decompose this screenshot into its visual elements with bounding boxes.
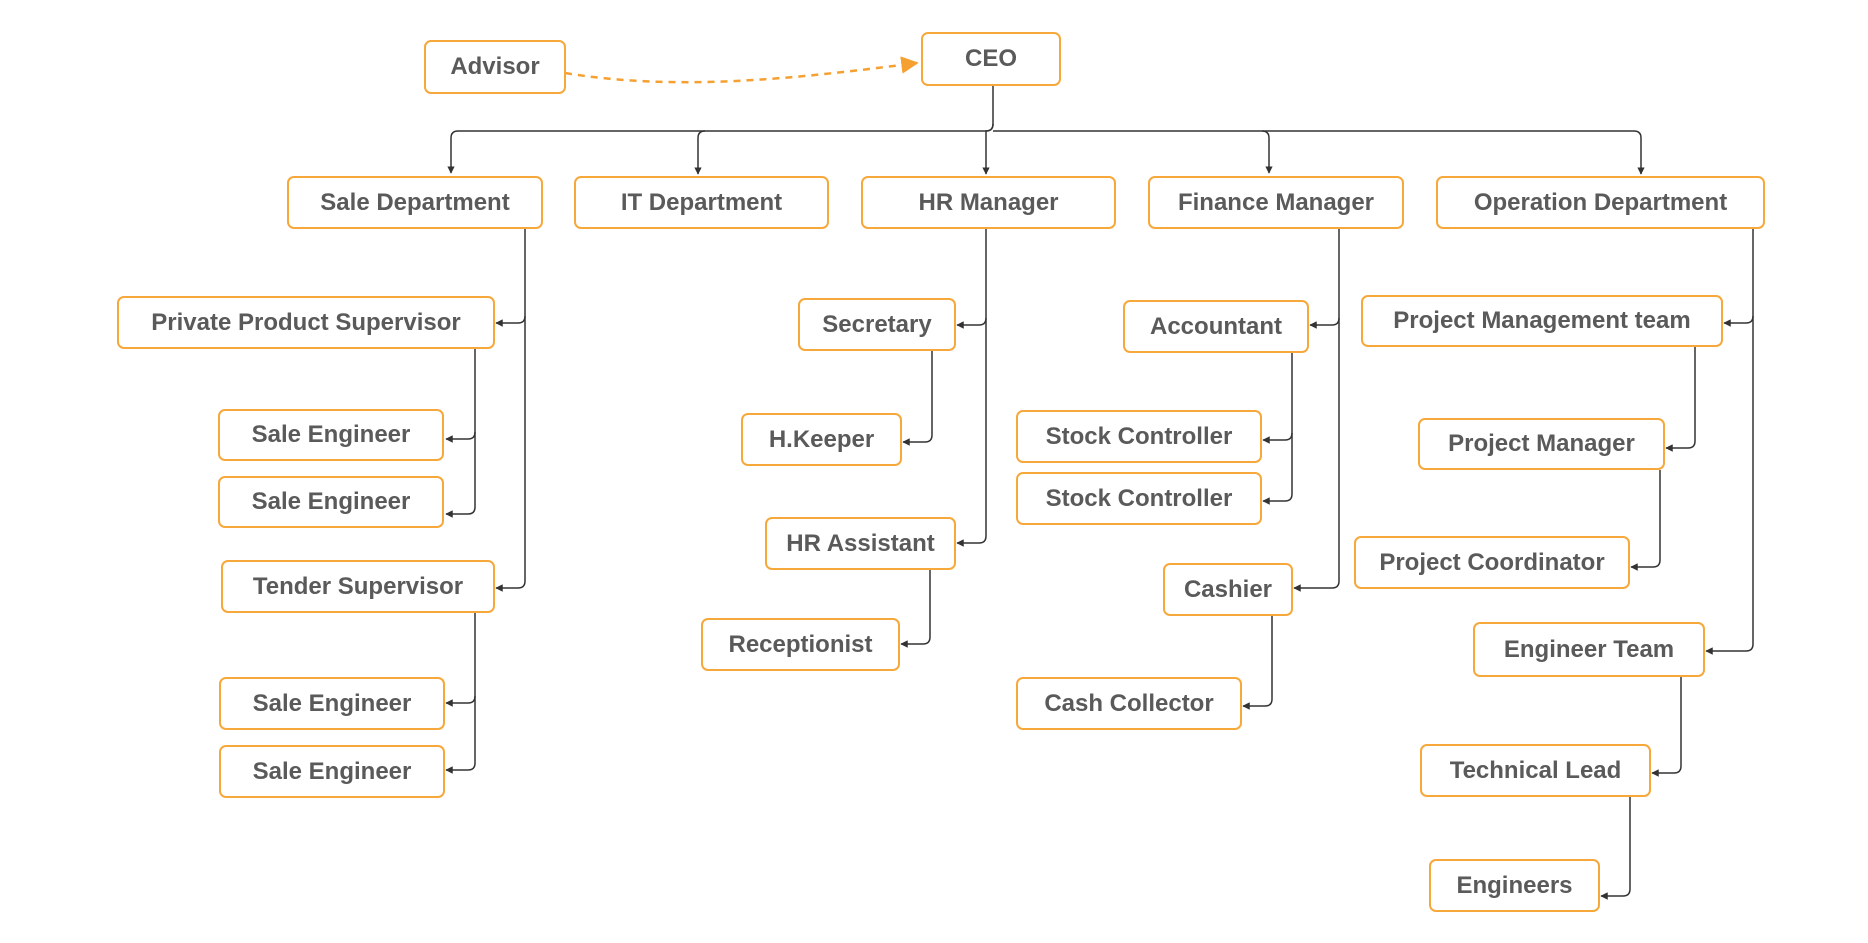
accountant-to-stock-controller-1-connector xyxy=(1262,353,1293,444)
node-label: Receptionist xyxy=(728,630,873,658)
node-sale-engineer[interactable]: Sale Engineer xyxy=(219,745,445,798)
engineer-team-to-technical-lead-connector xyxy=(1651,677,1682,777)
node-hr-manager[interactable]: HR Manager xyxy=(861,176,1116,229)
node-finance-manager[interactable]: Finance Manager xyxy=(1148,176,1404,229)
node-sale-engineer[interactable]: Sale Engineer xyxy=(218,409,444,461)
node-it-department[interactable]: IT Department xyxy=(574,176,829,229)
node-label: HR Assistant xyxy=(786,529,935,557)
node-stock-controller[interactable]: Stock Controller xyxy=(1016,472,1262,525)
hr-to-secretary-connector xyxy=(956,229,987,329)
node-advisor[interactable]: Advisor xyxy=(424,40,566,94)
node-cash-collector[interactable]: Cash Collector xyxy=(1016,677,1242,730)
node-label: Sale Engineer xyxy=(252,689,412,717)
node-engineers[interactable]: Engineers xyxy=(1429,859,1600,912)
node-label: HR Manager xyxy=(918,188,1059,216)
node-stock-controller[interactable]: Stock Controller xyxy=(1016,410,1262,463)
node-receptionist[interactable]: Receptionist xyxy=(701,618,900,671)
accountant-to-stock-controller-2-connector xyxy=(1262,433,1293,505)
tender-supervisor-to-sale-engineer-4-connector xyxy=(445,696,476,774)
bus-to-finance-connector xyxy=(993,130,1273,174)
node-label: Engineers xyxy=(1456,871,1573,899)
operation-to-engineer-team-connector xyxy=(1705,316,1754,655)
node-label: CEO xyxy=(964,45,1017,72)
node-tender-supervisor[interactable]: Tender Supervisor xyxy=(221,560,495,613)
node-label: Advisor xyxy=(450,53,540,80)
node-label: Sale Engineer xyxy=(251,488,411,515)
bus-to-operation-connector xyxy=(1262,130,1645,175)
node-label: Secretary xyxy=(822,310,932,338)
node-cashier[interactable]: Cashier xyxy=(1163,563,1293,616)
node-label: IT Department xyxy=(620,188,783,216)
project-mgmt-team-to-project-manager-connector xyxy=(1665,347,1696,452)
node-label: Accountant xyxy=(1150,312,1282,340)
node-label: Project Manager xyxy=(1448,430,1635,457)
node-ceo[interactable]: CEO xyxy=(921,32,1061,86)
node-h-keeper[interactable]: H.Keeper xyxy=(741,413,902,466)
node-technical-lead[interactable]: Technical Lead xyxy=(1420,744,1651,797)
node-sale-department[interactable]: Sale Department xyxy=(287,176,543,229)
technical-lead-to-engineers-connector xyxy=(1600,797,1631,900)
cashier-to-cash-collector-connector xyxy=(1242,616,1273,710)
node-label: Sale Engineer xyxy=(251,421,411,448)
node-secretary[interactable]: Secretary xyxy=(798,298,956,351)
ceo-trunk-connector xyxy=(447,86,994,174)
tender-supervisor-to-sale-engineer-3-connector xyxy=(445,613,476,707)
operation-to-project-mgmt-team-connector xyxy=(1723,229,1754,327)
node-label: Stock Controller xyxy=(1045,422,1233,450)
secretary-to-hkeeper-connector xyxy=(902,351,933,446)
node-operation-department[interactable]: Operation Department xyxy=(1436,176,1765,229)
node-sale-engineer[interactable]: Sale Engineer xyxy=(218,476,444,528)
node-label: Sale Engineer xyxy=(252,757,412,785)
private-supervisor-to-sale-engineer-1-connector xyxy=(445,349,476,443)
private-supervisor-to-sale-engineer-2-connector xyxy=(445,432,476,518)
node-label: H.Keeper xyxy=(768,425,875,453)
node-label: Tender Supervisor xyxy=(252,572,464,600)
bus-to-it-connector xyxy=(694,130,706,175)
node-label: Cashier xyxy=(1183,575,1273,603)
hr-assistant-to-receptionist-connector xyxy=(900,570,931,648)
node-engineer-team[interactable]: Engineer Team xyxy=(1473,622,1705,677)
node-label: Sale Department xyxy=(320,188,510,216)
finance-to-cashier-connector xyxy=(1293,318,1340,592)
project-manager-to-project-coordinator-connector xyxy=(1630,470,1661,571)
node-accountant[interactable]: Accountant xyxy=(1123,300,1309,353)
node-project-manager[interactable]: Project Manager xyxy=(1418,418,1665,470)
bus-to-hr-connector xyxy=(982,123,994,175)
node-label: Stock Controller xyxy=(1045,484,1233,512)
hr-to-hr-assistant-connector xyxy=(956,318,987,547)
node-label: Project Management team xyxy=(1393,307,1691,334)
node-label: Private Product Supervisor xyxy=(151,308,461,336)
node-sale-engineer[interactable]: Sale Engineer xyxy=(219,677,445,730)
sale-dept-to-private-supervisor-connector xyxy=(495,229,526,327)
node-label: Cash Collector xyxy=(1044,689,1214,717)
advisor-to-ceo-link xyxy=(564,56,919,84)
node-private-product-supervisor[interactable]: Private Product Supervisor xyxy=(117,296,495,349)
node-label: Finance Manager xyxy=(1177,188,1375,216)
node-label: Operation Department xyxy=(1473,188,1728,216)
node-project-coordinator[interactable]: Project Coordinator xyxy=(1354,536,1630,589)
node-hr-assistant[interactable]: HR Assistant xyxy=(765,517,956,570)
node-label: Project Coordinator xyxy=(1379,548,1605,576)
node-label: Engineer Team xyxy=(1503,635,1675,663)
node-label: Technical Lead xyxy=(1449,756,1622,784)
sale-dept-to-tender-supervisor-connector xyxy=(495,316,526,592)
node-project-management-team[interactable]: Project Management team xyxy=(1361,295,1723,347)
finance-to-accountant-connector xyxy=(1309,229,1340,329)
